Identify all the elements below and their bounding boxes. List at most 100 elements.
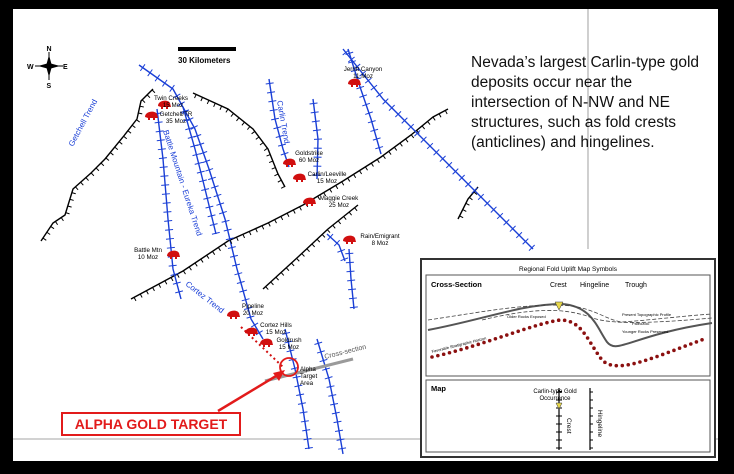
tick-mark: [219, 105, 223, 110]
tick-mark: [362, 102, 371, 107]
tick-mark: [432, 116, 436, 121]
tick-mark: [311, 120, 320, 123]
tick-mark: [465, 181, 472, 188]
tick-mark: [227, 246, 236, 249]
alpha-area-label-3: Area: [300, 380, 314, 387]
trough-label: Trough: [625, 282, 647, 289]
horizon-dot: [441, 352, 446, 357]
tick-mark: [177, 101, 185, 107]
tick-mark: [147, 69, 153, 77]
tick-mark: [169, 84, 175, 92]
tick-mark: [286, 212, 290, 217]
tick-mark: [284, 340, 293, 344]
horizon-dot: [620, 363, 625, 368]
deposit-getchell: Getchell/TR 35 Moz: [145, 111, 193, 125]
tick-mark: [162, 202, 171, 204]
horizon-dot: [638, 360, 642, 364]
tick-mark: [42, 237, 47, 241]
svg-text:60 Moz: 60 Moz: [299, 157, 319, 164]
tick-mark: [382, 155, 386, 160]
tick-mark: [230, 113, 234, 117]
tick-mark: [192, 153, 201, 157]
tick-mark: [188, 266, 192, 271]
younger-rocks-label: Younger Rocks Preserved: [622, 329, 668, 334]
horizon-dot: [626, 362, 631, 367]
tick-mark: [348, 60, 356, 64]
tick-mark: [334, 429, 344, 432]
tick-mark: [267, 222, 271, 227]
tick-mark: [348, 288, 357, 291]
deposit-icon: [283, 158, 296, 167]
tick-mark: [347, 56, 355, 63]
svg-text:Cortez Hills: Cortez Hills: [260, 322, 292, 329]
tick-mark: [473, 191, 478, 195]
getchell-fault: [40, 88, 154, 242]
tick-mark: [316, 350, 325, 354]
tick-mark: [154, 74, 161, 82]
tick-mark: [388, 151, 392, 155]
paleozoic-line: [481, 310, 713, 323]
tick-mark: [196, 170, 205, 174]
tick-mark: [327, 233, 334, 241]
horizon-dot: [598, 356, 603, 360]
tick-mark: [186, 117, 194, 122]
tick-mark: [160, 175, 169, 177]
horizon-dot: [688, 342, 693, 346]
tick-mark: [367, 120, 376, 124]
horizon-dot: [505, 333, 509, 337]
horizon-dot: [527, 325, 532, 330]
svg-text:Battle Mtn: Battle Mtn: [134, 247, 162, 254]
tick-mark: [263, 147, 268, 152]
tick-mark: [146, 94, 151, 99]
tick-mark: [399, 142, 403, 147]
occurrence-label-2: Occurrence: [539, 396, 571, 402]
tick-mark: [158, 283, 162, 288]
tick-mark: [139, 293, 143, 298]
tick-mark: [268, 160, 274, 164]
tick-mark: [285, 267, 290, 272]
tick-mark: [266, 91, 276, 94]
tick-mark: [348, 211, 353, 216]
tick-mark: [234, 272, 243, 276]
horizon-dot: [499, 335, 503, 339]
svg-text:15 Moz: 15 Moz: [266, 329, 286, 336]
horizon-dot: [465, 346, 469, 350]
tick-mark: [375, 146, 384, 150]
scale-bar: [178, 47, 236, 51]
svg-text:20 Moz: 20 Moz: [243, 310, 263, 317]
tick-mark: [259, 142, 264, 146]
tick-mark: [162, 79, 168, 87]
tick-mark: [203, 196, 212, 200]
tick-mark: [274, 173, 279, 177]
tick-mark: [69, 198, 74, 201]
horizon-dot: [660, 352, 665, 357]
tick-mark: [210, 185, 219, 189]
tick-mark: [438, 113, 442, 118]
svg-text:Pipeline: Pipeline: [242, 303, 265, 310]
tick-mark: [239, 289, 248, 293]
map-crest-label: Crest: [565, 418, 572, 434]
deposit-goldrush: Goldrush 15 Moz: [260, 337, 302, 351]
tick-mark: [166, 246, 175, 249]
tick-mark: [364, 166, 368, 171]
alpha-arrow-head: [273, 370, 285, 381]
tick-mark: [114, 146, 119, 151]
tick-mark: [173, 93, 181, 99]
tick-mark: [200, 258, 204, 263]
tick-mark: [255, 330, 263, 336]
tick-mark: [286, 349, 295, 353]
tick-mark: [208, 176, 216, 181]
cortez-trend-label: Cortez Trend: [184, 279, 226, 315]
present-profile-line: [427, 304, 713, 323]
deposit-icon: [260, 338, 273, 347]
tick-mark: [165, 237, 175, 240]
horizon-dot: [582, 331, 586, 335]
tick-mark: [280, 272, 285, 276]
tick-mark: [229, 239, 233, 244]
tick-mark: [282, 331, 291, 335]
tick-mark: [212, 251, 216, 255]
tick-mark: [329, 188, 333, 193]
legend-title: Regional Fold Uplift Map Symbols: [519, 266, 618, 273]
tick-mark: [161, 184, 170, 186]
tick-mark: [131, 124, 136, 129]
